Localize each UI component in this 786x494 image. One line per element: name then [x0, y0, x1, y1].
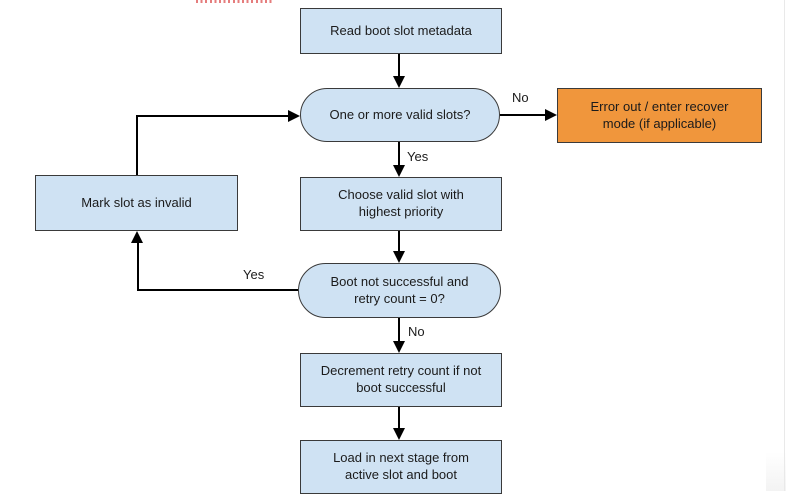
node-load-next-stage: Load in next stage from active slot and … [300, 440, 502, 494]
node-label: Read boot slot metadata [330, 22, 472, 38]
arrow-line-validslots-to-error [500, 114, 546, 116]
arrowhead-bootcheck-to-markinvalid [131, 231, 143, 243]
node-mark-slot-invalid: Mark slot as invalid [35, 175, 238, 231]
node-label: Load in next stage from active slot and … [333, 450, 469, 482]
arrowhead-read-to-validslots [393, 76, 405, 88]
arrow-line-validslots-to-choose [398, 142, 400, 166]
node-choose-valid-slot: Choose valid slot with highest priority [300, 177, 502, 231]
arrow-line-bootcheck-to-markinvalid [137, 243, 139, 291]
arrow-line-markinvalid-up [136, 116, 138, 175]
node-decrement-retry-count: Decrement retry count if not boot succes… [300, 353, 502, 407]
edge-label-no: No [512, 90, 529, 105]
arrow-line-bootcheck-left [138, 289, 298, 291]
clipped-red-text [196, 0, 274, 3]
arrow-line-read-to-validslots [398, 54, 400, 78]
arrowhead-decrement-to-load [393, 428, 405, 440]
arrow-line-choose-to-bootcheck [398, 231, 400, 252]
arrow-line-bootcheck-to-decrement [398, 318, 400, 342]
node-label: Mark slot as invalid [81, 194, 192, 210]
edge-label-yes: Yes [243, 267, 265, 282]
edge-label-no: No [408, 324, 425, 339]
right-edge-line [784, 0, 785, 491]
node-label: Decrement retry count if not boot succes… [320, 363, 482, 395]
bottom-right-shade [766, 452, 786, 491]
arrowhead-validslots-to-choose [393, 165, 405, 177]
arrowhead-markinvalid-to-validslots [288, 110, 300, 122]
arrow-line-decrement-to-load [398, 407, 400, 429]
node-label: Boot not successful and retry count = 0? [330, 273, 469, 306]
node-label: Choose valid slot with highest priority [338, 187, 464, 219]
arrow-line-markinvalid-to-validslots [136, 115, 288, 117]
node-read-boot-slot-metadata: Read boot slot metadata [300, 8, 502, 54]
arrowhead-bootcheck-to-decrement [393, 341, 405, 353]
edge-label-yes: Yes [407, 149, 429, 164]
node-error-out-recover-mode: Error out / enter recover mode (if appli… [557, 88, 762, 143]
node-boot-not-successful-check: Boot not successful and retry count = 0? [298, 263, 501, 318]
node-label: Error out / enter recover mode (if appli… [590, 98, 729, 131]
node-one-or-more-valid-slots: One or more valid slots? [300, 88, 500, 142]
arrowhead-choose-to-bootcheck [393, 251, 405, 263]
node-label: One or more valid slots? [329, 106, 471, 122]
arrowhead-validslots-to-error [545, 109, 557, 121]
